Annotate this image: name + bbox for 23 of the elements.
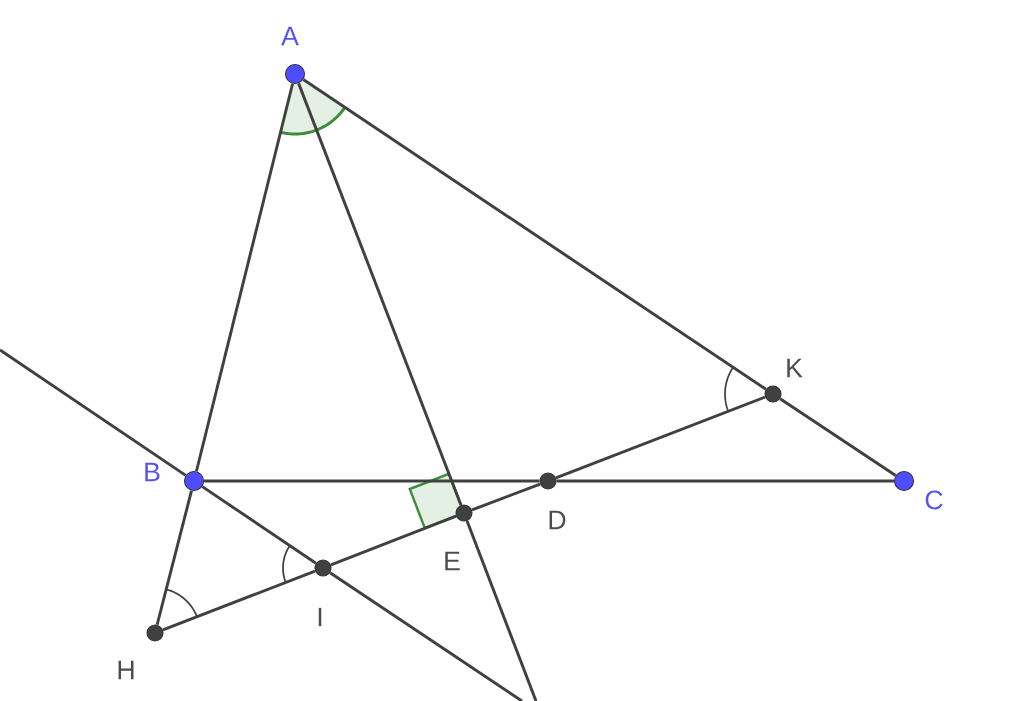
point-label: D	[549, 510, 566, 530]
line-segment	[302, 78, 767, 391]
line-segment	[297, 82, 463, 506]
line-segment	[0, 348, 187, 477]
line-segment	[471, 482, 541, 512]
line-segment	[329, 571, 523, 701]
line-segment	[201, 485, 317, 565]
line-segment	[556, 479, 894, 483]
point-label: C	[925, 490, 943, 510]
line-segment	[204, 479, 540, 483]
point-label: K	[787, 358, 803, 378]
line-segment	[779, 397, 897, 477]
point-label: I	[318, 607, 322, 627]
line-segment	[155, 490, 193, 626]
point-label: H	[118, 660, 134, 680]
line-segment	[330, 514, 457, 567]
point-label: E	[445, 551, 460, 571]
point-label: B	[145, 462, 160, 482]
line-segment	[465, 520, 538, 701]
point-label: A	[281, 26, 299, 46]
line-segment	[555, 395, 766, 480]
line-segment	[195, 83, 294, 472]
line-segment	[162, 569, 316, 632]
